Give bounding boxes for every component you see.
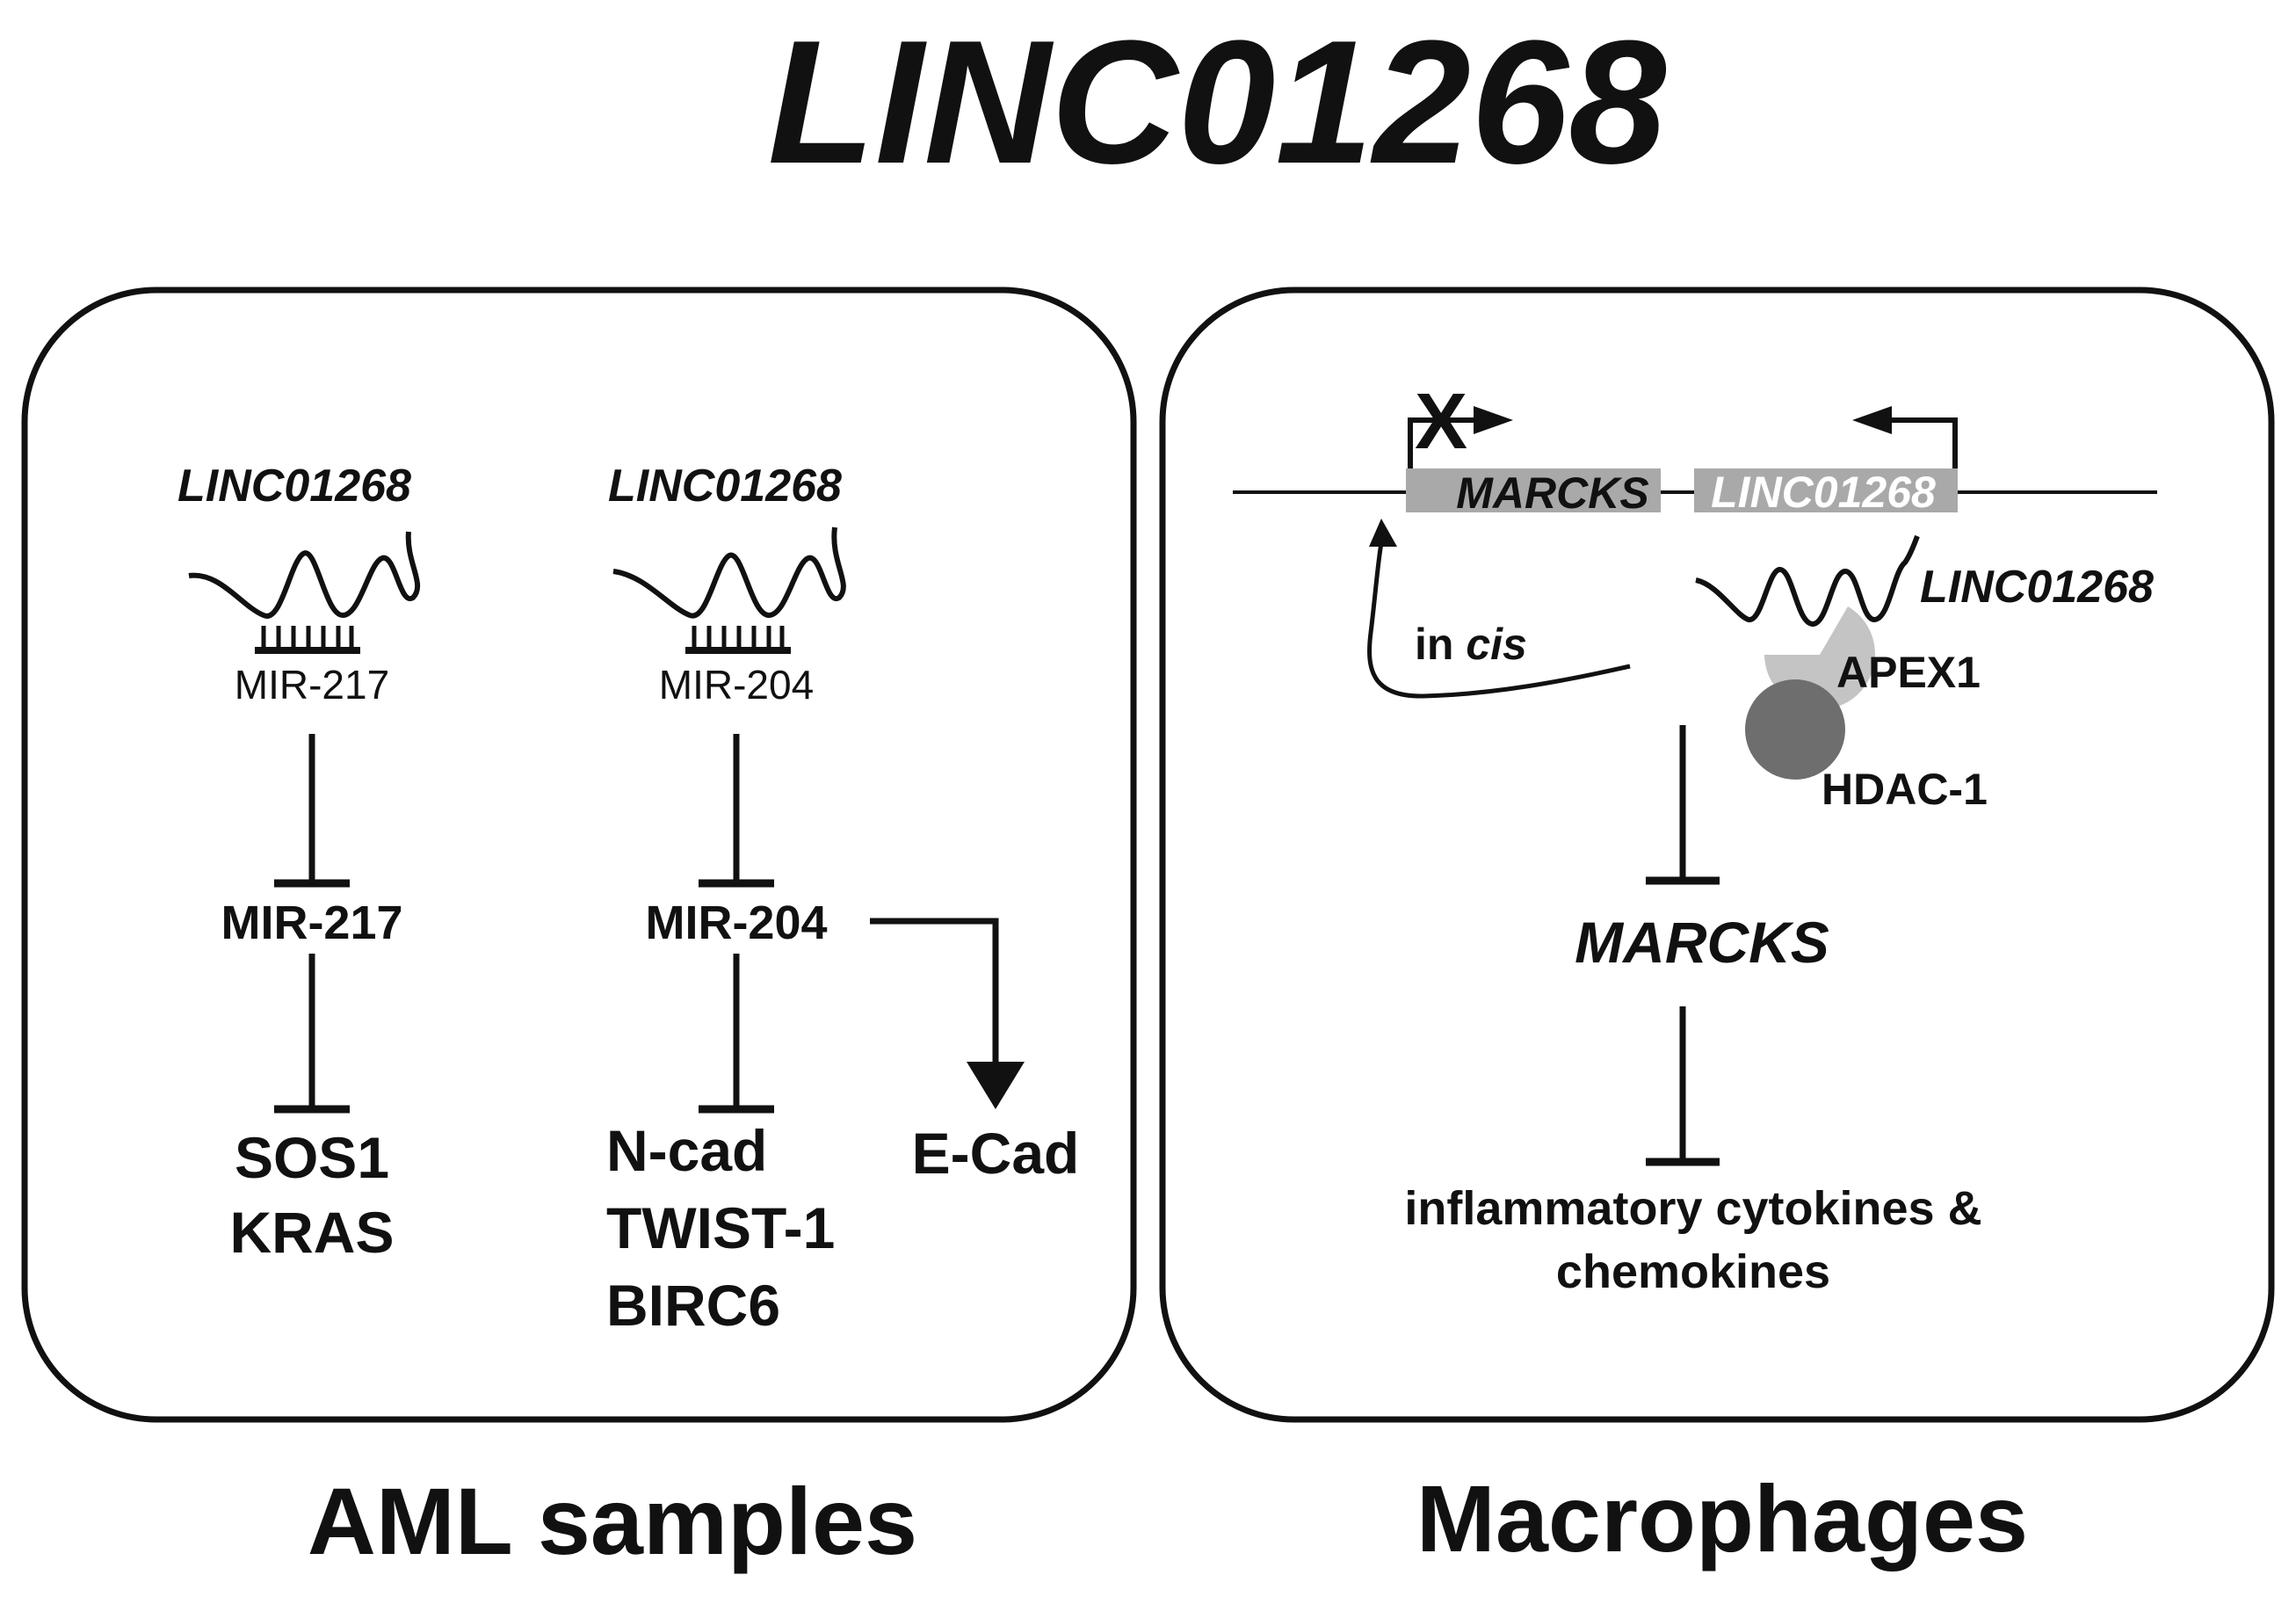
linc01268-gene-label: LINC01268 — [1711, 468, 1936, 517]
inhibition-arrow-2b — [699, 954, 774, 1114]
inhibition-arrow-1a — [274, 734, 350, 888]
marcks-label: MARCKS — [1575, 910, 1829, 975]
lnc-label-branch-2: LINC01268 — [608, 461, 842, 512]
in-cis-arrow — [1367, 519, 1631, 699]
output-label-line-2: chemokines — [1556, 1245, 1830, 1298]
aml-panel-frame — [21, 287, 1137, 1423]
hdac1-protein-icon — [1745, 679, 1845, 780]
macrophage-panel-caption: Macrophages — [1416, 1465, 2028, 1572]
linc01268-transcript-wave — [1695, 534, 1920, 628]
lncrna-transcript-wave-2 — [612, 526, 846, 619]
in-cis-label: in cis — [1415, 620, 1527, 669]
aml-panel-caption: AML samples — [308, 1468, 917, 1574]
mir-small-label-1: MIR-217 — [235, 662, 389, 708]
mir-label-2: MIR-204 — [645, 896, 827, 949]
marcks-gene-label: MARCKS — [1456, 468, 1648, 518]
transcript-label: LINC01268 — [1920, 562, 2154, 613]
target-n-cad: N-cad — [606, 1118, 767, 1183]
blocked-promoter-x-icon: X — [1415, 378, 1467, 466]
marcks-promoter-arrow — [1408, 406, 1513, 468]
inhibition-arrow-2a — [699, 734, 774, 888]
target-twist-1: TWIST-1 — [606, 1195, 835, 1260]
lnc-label-branch-1: LINC01268 — [177, 461, 411, 512]
inhibition-arrow-marcks — [1646, 725, 1720, 885]
mir-small-label-2: MIR-204 — [659, 662, 814, 708]
activation-arrow-ecad — [870, 918, 1025, 1109]
target-kras: KRAS — [229, 1200, 394, 1265]
mir-label-1: MIR-217 — [221, 896, 402, 949]
seed-pairing-ticks-1 — [255, 626, 360, 654]
target-e-cad: E-Cad — [912, 1121, 1080, 1186]
target-sos1: SOS1 — [235, 1125, 389, 1190]
hdac1-label: HDAC-1 — [1822, 765, 1988, 814]
diagram-title: LINC01268 — [768, 4, 1667, 200]
seed-pairing-ticks-2 — [685, 626, 791, 654]
apex1-label: APEX1 — [1836, 648, 1981, 697]
marcks-gene-box — [1406, 468, 1661, 512]
linc01268-gene-box — [1694, 468, 1958, 512]
inhibition-arrow-cytokines — [1646, 1006, 1720, 1166]
lncrna-transcript-wave-1 — [188, 531, 420, 619]
output-label-line-1: inflammatory cytokines & — [1404, 1182, 1981, 1235]
macrophage-panel-frame — [1159, 287, 2275, 1423]
linc01268-promoter-arrow — [1852, 406, 1958, 468]
inhibition-arrow-1b — [274, 954, 350, 1114]
target-birc6: BIRC6 — [606, 1273, 780, 1338]
